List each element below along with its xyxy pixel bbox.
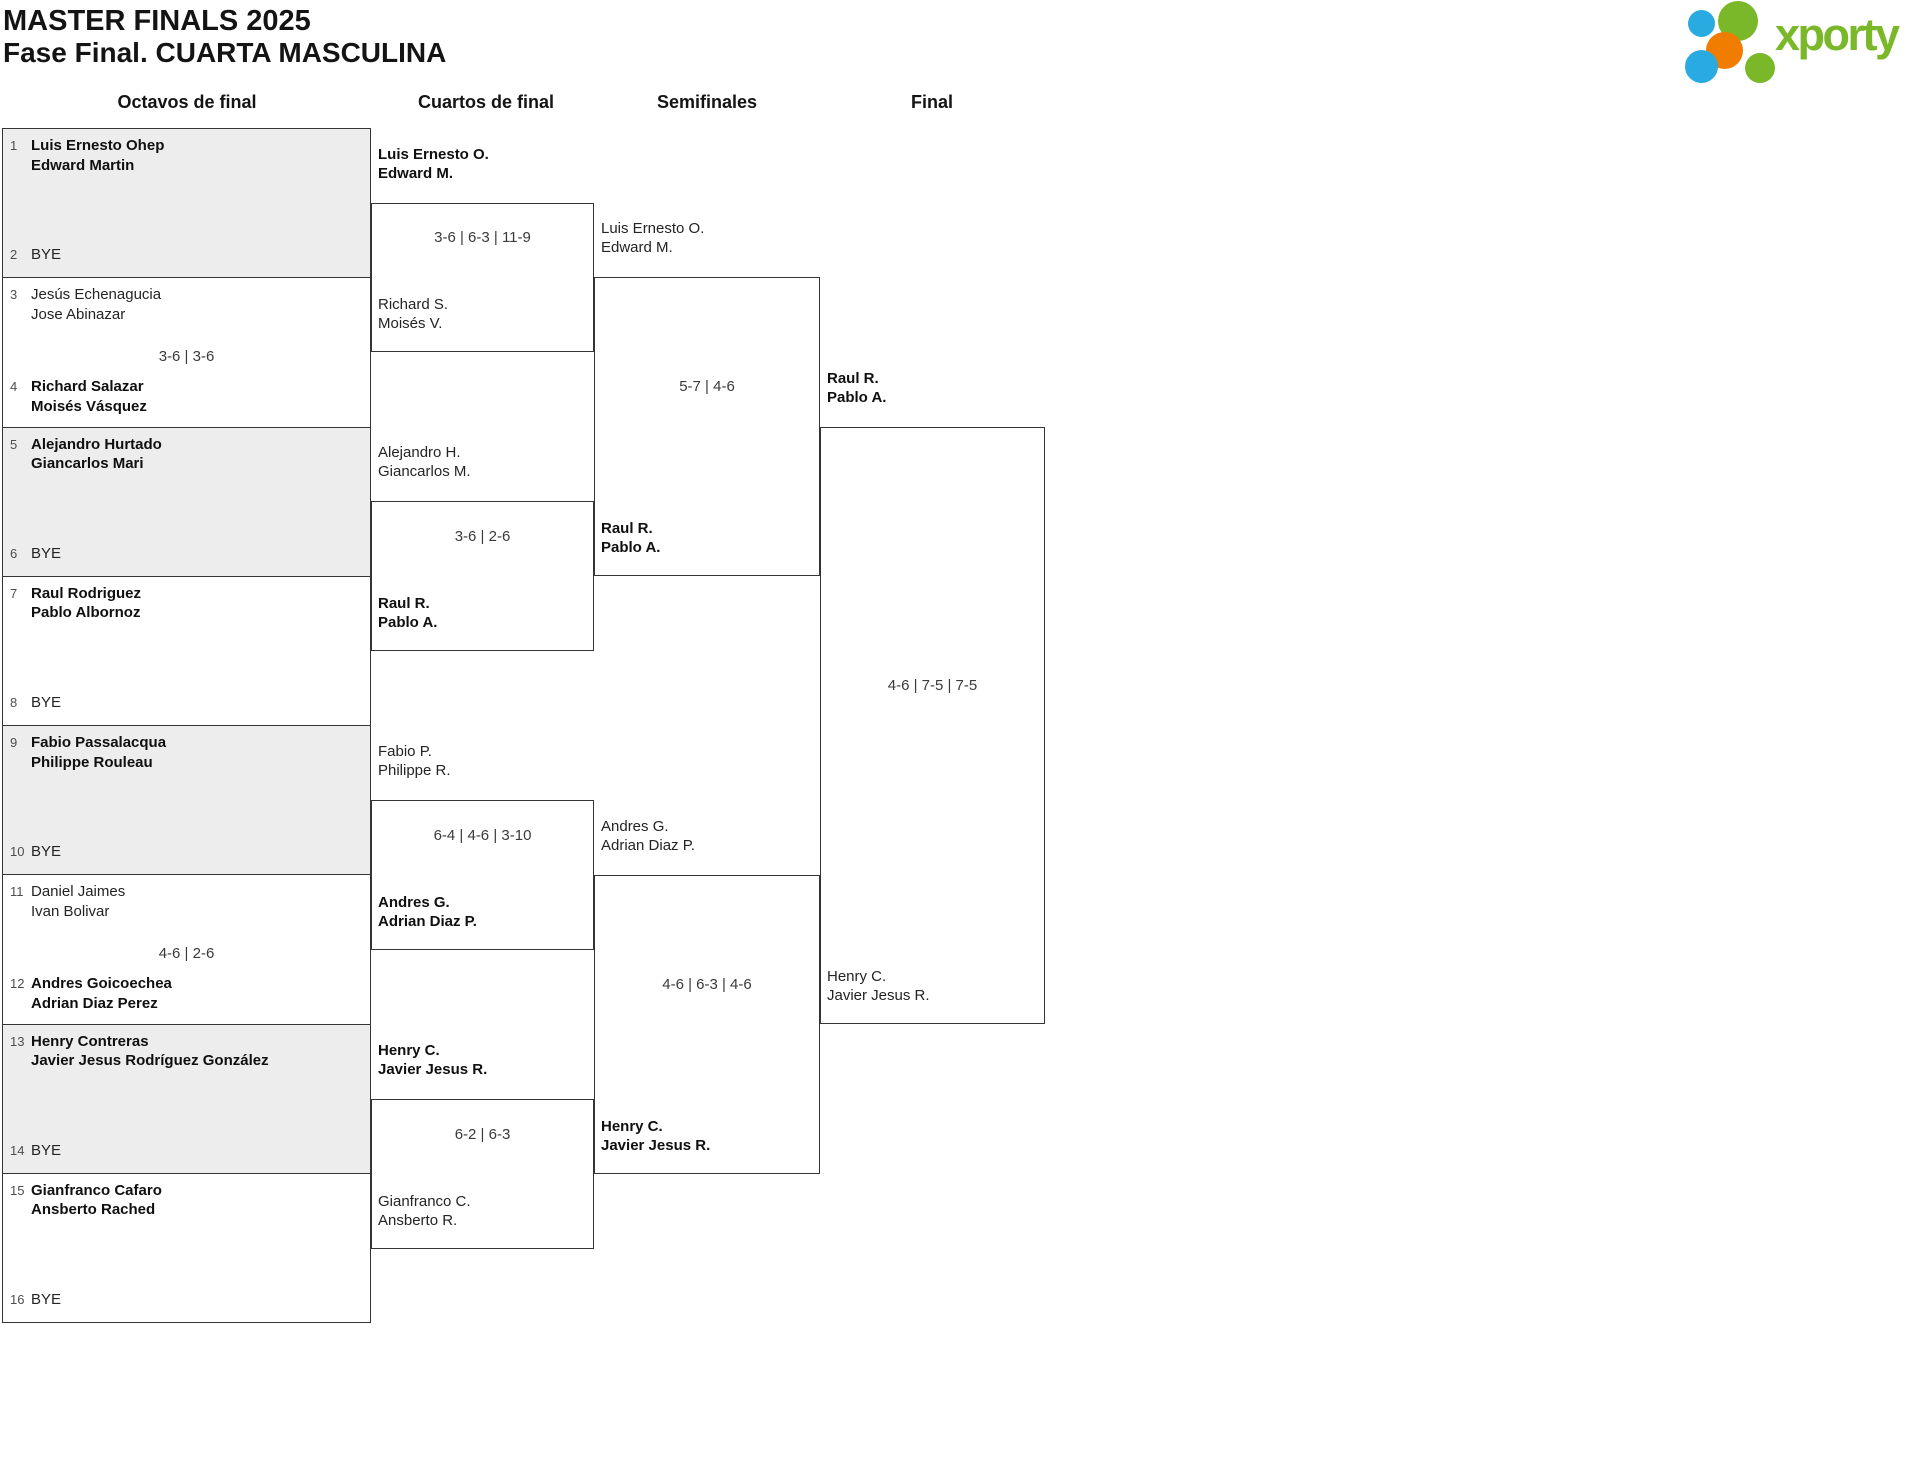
seed-number: 15 [10,1182,25,1198]
logo-dot-blue-large-icon [1685,50,1718,83]
participant-label: Raul R.Pablo A. [601,520,661,556]
participant-label: Raul R.Pablo A. [827,370,887,406]
seed-number: 7 [10,585,18,601]
bye-entry: 2 BYE [10,245,61,265]
bye-entry: 8 BYE [10,693,61,713]
xporty-logo: xporty [1680,0,1920,92]
round-header-semifinales: Semifinales [656,92,758,112]
seed-number: 6 [10,545,18,561]
participant-label: Luis Ernesto O.Edward M. [601,220,705,256]
participant-label: Henry C.Javier Jesus R. [378,1042,488,1078]
bye-label: BYE [31,1141,62,1159]
cuartos-match-2-box [371,501,594,651]
seed-number: 2 [10,247,18,262]
page-subtitle: Fase Final. CUARTA MASCULINA [3,37,447,68]
participant-label: Raul R.Pablo A. [378,595,438,631]
bye-label: BYE [31,1290,62,1308]
match-score: 4-6 | 6-3 | 4-6 [662,976,752,993]
participant-label: Andres G.Adrian Diaz P. [378,894,477,930]
match-score: 5-7 | 4-6 [679,378,735,395]
seed-number: 1 [10,138,18,153]
participant-label: Luis Ernesto O.Edward M. [378,146,489,182]
cuartos-match-1-box [371,203,594,352]
bye-entry: 10 BYE [10,842,61,862]
participant-label: Gianfranco C.Ansberto R. [378,1193,471,1229]
bye-entry: 14 BYE [10,1141,61,1161]
participant-label: Henry C.Javier Jesus R. [827,968,930,1004]
seed-number: 12 [10,976,25,992]
match-score: 3-6 | 3-6 [158,348,215,366]
semifinal-match-2-box [594,875,820,1174]
seed-number: 16 [10,1291,25,1307]
match-score: 6-2 | 6-3 [454,1126,511,1143]
bye-label: BYE [31,246,62,263]
round-header-final: Final [910,92,953,112]
logo-wordmark: xporty [1775,9,1900,60]
bye-entry: 16 BYE [10,1290,61,1310]
participant-label: Fabio P.Philippe R. [378,743,451,779]
seed-number: 5 [10,436,18,452]
bye-label: BYE [31,843,62,860]
cuartos-match-3-box [371,800,594,950]
round-header-octavos: Octavos de final [117,92,257,112]
participant-label: Alejandro H.Giancarlos M. [378,444,471,480]
match-score: 6-4 | 4-6 | 3-10 [433,827,532,844]
bye-label: BYE [31,544,62,562]
page-title: MASTER FINALS 2025 [3,5,311,37]
cuartos-match-4-box [371,1099,594,1249]
seed-number: 13 [10,1033,25,1049]
participant-label: Andres G.Adrian Diaz P. [601,818,695,854]
logo-dot-blue-small-icon [1688,10,1715,37]
match-score: 3-6 | 6-3 | 11-9 [434,229,531,246]
seed-number: 8 [10,694,18,710]
round-header-cuartos: Cuartos de final [417,92,555,112]
seed-number: 9 [10,735,18,750]
seed-number: 4 [10,379,18,395]
match-score: 4-6 | 2-6 [158,945,215,963]
seed-number: 3 [10,287,18,303]
match-score: 3-6 | 2-6 [454,528,511,545]
seed-number: 10 [10,844,25,859]
bye-label: BYE [31,693,62,711]
bye-entry: 6 BYE [10,544,61,564]
seed-number: 14 [10,1142,25,1158]
logo-dot-green-small-icon [1745,53,1775,83]
semifinal-match-1-box [594,277,820,576]
participant-label: Henry C.Javier Jesus R. [601,1118,711,1154]
final-match-box [820,427,1045,1024]
participant-label: Richard S.Moisés V. [378,296,449,332]
match-score: 4-6 | 7-5 | 7-5 [887,677,978,694]
seed-number: 11 [10,884,24,900]
